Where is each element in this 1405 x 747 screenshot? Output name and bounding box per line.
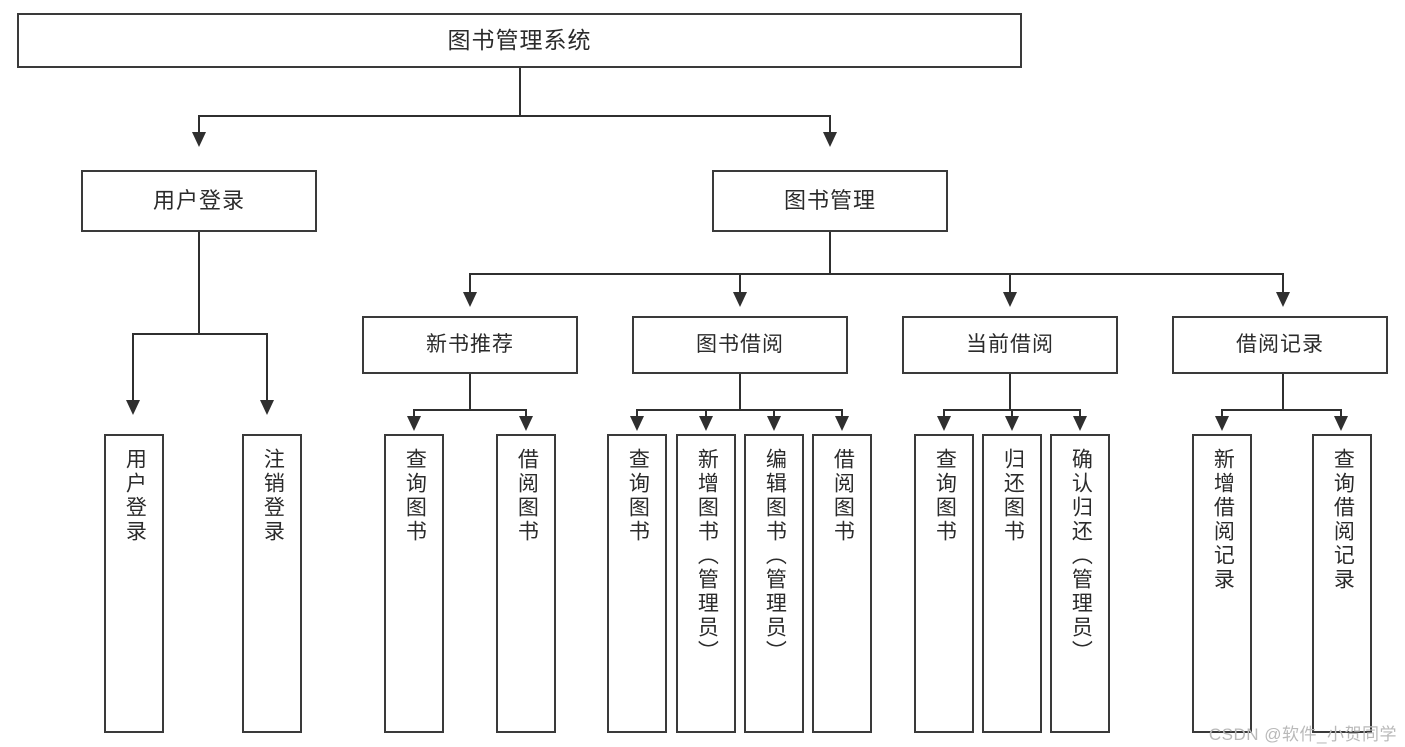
connector-user-login-drop-2 xyxy=(266,333,268,401)
connector-current-borrow-drop-3 xyxy=(1079,409,1081,417)
node-book-manage[interactable]: 图书管理 xyxy=(712,170,948,232)
leaf-label: 查询图书 xyxy=(626,448,650,544)
arrow-to-leaf-book-borrow-3 xyxy=(767,416,781,431)
connector-root-bus xyxy=(198,115,831,117)
node-borrow-record[interactable]: 借阅记录 xyxy=(1172,316,1388,374)
connector-new-book-drop-2 xyxy=(525,409,527,417)
connector-book-borrow-drop-3 xyxy=(773,409,775,417)
connector-book-borrow-drop-4 xyxy=(841,409,843,417)
connector-book-manage-drop-2 xyxy=(739,273,741,293)
node-new-book-recommend[interactable]: 新书推荐 xyxy=(362,316,578,374)
arrow-to-leaf-borrow-record-1 xyxy=(1215,416,1229,431)
leaf-user-login-login[interactable]: 用户登录 xyxy=(104,434,164,733)
connector-borrow-record-bus xyxy=(1221,409,1342,411)
leaf-label: 查询图书 xyxy=(933,448,957,544)
arrow-to-book-borrow xyxy=(733,292,747,307)
arrow-to-leaf-current-borrow-3 xyxy=(1073,416,1087,431)
connector-book-borrow-drop-1 xyxy=(636,409,638,417)
connector-book-manage-drop-4 xyxy=(1282,273,1284,293)
leaf-label: 查询图书 xyxy=(403,448,427,544)
connector-current-borrow-drop-1 xyxy=(943,409,945,417)
leaf-book-borrow-query-book[interactable]: 查询图书 xyxy=(607,434,667,733)
arrow-to-leaf-new-book-2 xyxy=(519,416,533,431)
connector-user-login-bus xyxy=(132,333,268,335)
node-current-borrow[interactable]: 当前借阅 xyxy=(902,316,1118,374)
connector-user-login-stem xyxy=(198,232,200,334)
arrow-to-leaf-current-borrow-1 xyxy=(937,416,951,431)
leaf-label: 归还图书 xyxy=(1001,448,1025,544)
leaf-borrow-record-query-record[interactable]: 查询借阅记录 xyxy=(1312,434,1372,733)
connector-root-drop-left xyxy=(198,115,200,133)
leaf-user-login-logout[interactable]: 注销登录 xyxy=(242,434,302,733)
arrow-to-leaf-user-login-1 xyxy=(126,400,140,415)
arrow-to-leaf-current-borrow-2 xyxy=(1005,416,1019,431)
arrow-to-leaf-book-borrow-4 xyxy=(835,416,849,431)
connector-current-borrow-drop-2 xyxy=(1011,409,1013,417)
arrow-to-user-login xyxy=(192,132,206,147)
connector-new-book-stem xyxy=(469,374,471,410)
connector-book-borrow-stem xyxy=(739,374,741,410)
arrow-to-current-borrow xyxy=(1003,292,1017,307)
node-root-system[interactable]: 图书管理系统 xyxy=(17,13,1022,68)
node-book-borrow[interactable]: 图书借阅 xyxy=(632,316,848,374)
leaf-borrow-record-add-record[interactable]: 新增借阅记录 xyxy=(1192,434,1252,733)
leaf-new-book-borrow-book[interactable]: 借阅图书 xyxy=(496,434,556,733)
leaf-label: 查询借阅记录 xyxy=(1331,448,1355,592)
leaf-label: 借阅图书 xyxy=(515,448,539,544)
connector-book-manage-stem xyxy=(829,232,831,274)
connector-new-book-drop-1 xyxy=(413,409,415,417)
leaf-label: 新增图书（管理员） xyxy=(695,448,719,664)
leaf-label: 用户登录 xyxy=(123,448,147,544)
arrow-to-borrow-record xyxy=(1276,292,1290,307)
leaf-label: 编辑图书（管理员） xyxy=(763,448,787,664)
connector-book-borrow-bus xyxy=(636,409,843,411)
leaf-current-borrow-return-book[interactable]: 归还图书 xyxy=(982,434,1042,733)
connector-book-borrow-drop-2 xyxy=(705,409,707,417)
leaf-current-borrow-query-book[interactable]: 查询图书 xyxy=(914,434,974,733)
arrow-to-book-manage xyxy=(823,132,837,147)
leaf-book-borrow-borrow-book[interactable]: 借阅图书 xyxy=(812,434,872,733)
connector-root-stem xyxy=(519,68,521,116)
connector-borrow-record-stem xyxy=(1282,374,1284,410)
leaf-label: 借阅图书 xyxy=(831,448,855,544)
connector-user-login-drop-1 xyxy=(132,333,134,401)
connector-book-manage-bus xyxy=(469,273,1284,275)
connector-borrow-record-drop-2 xyxy=(1340,409,1342,417)
arrow-to-new-book-recommend xyxy=(463,292,477,307)
arrow-to-leaf-new-book-1 xyxy=(407,416,421,431)
connector-root-drop-right xyxy=(829,115,831,133)
connector-book-manage-drop-1 xyxy=(469,273,471,293)
leaf-label: 确认归还（管理员） xyxy=(1069,448,1093,664)
arrow-to-leaf-book-borrow-1 xyxy=(630,416,644,431)
connector-new-book-bus xyxy=(413,409,527,411)
leaf-label: 新增借阅记录 xyxy=(1211,448,1235,592)
connector-current-borrow-stem xyxy=(1009,374,1011,410)
leaf-book-borrow-edit-book[interactable]: 编辑图书（管理员） xyxy=(744,434,804,733)
arrow-to-leaf-user-login-2 xyxy=(260,400,274,415)
leaf-current-borrow-confirm-return[interactable]: 确认归还（管理员） xyxy=(1050,434,1110,733)
leaf-book-borrow-add-book[interactable]: 新增图书（管理员） xyxy=(676,434,736,733)
connector-book-manage-drop-3 xyxy=(1009,273,1011,293)
arrow-to-leaf-book-borrow-2 xyxy=(699,416,713,431)
arrow-to-leaf-borrow-record-2 xyxy=(1334,416,1348,431)
connector-borrow-record-drop-1 xyxy=(1221,409,1223,417)
leaf-new-book-query-book[interactable]: 查询图书 xyxy=(384,434,444,733)
node-user-login[interactable]: 用户登录 xyxy=(81,170,317,232)
leaf-label: 注销登录 xyxy=(261,448,285,544)
